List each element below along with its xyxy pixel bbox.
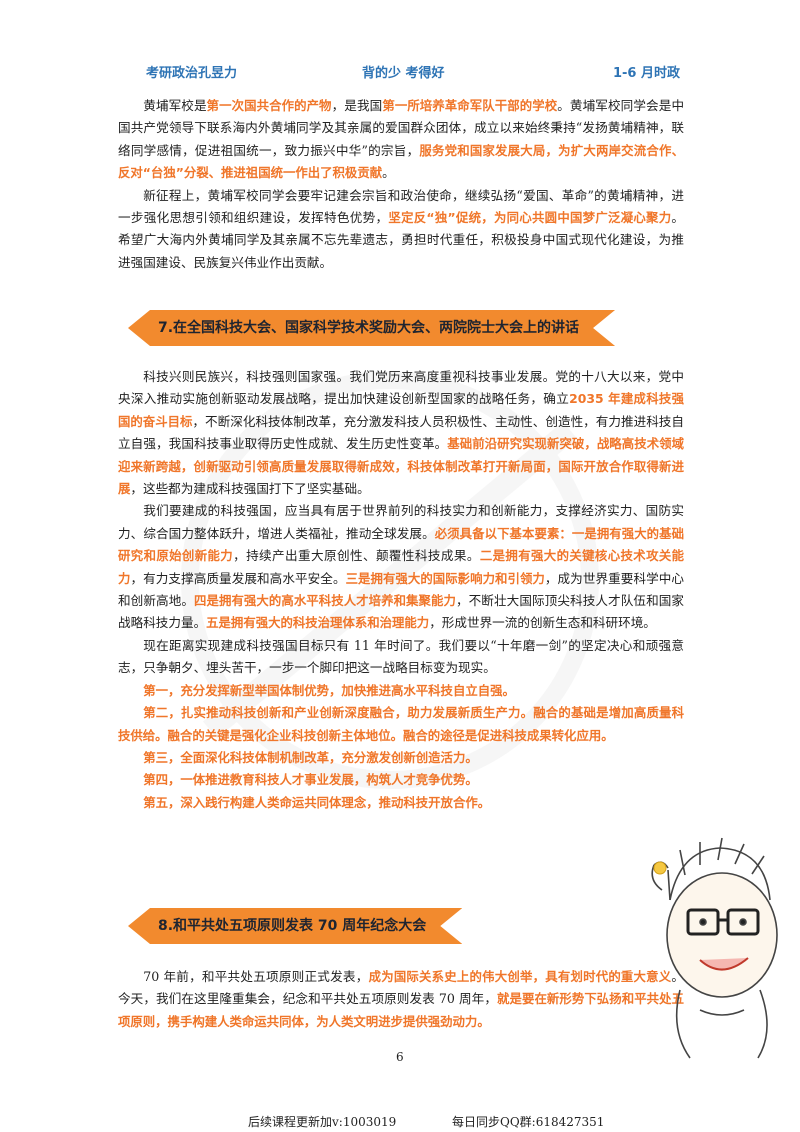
section-7-paragraph-1: 科技兴则民族兴，科技强则国家强。我们党历来高度重视科技事业发展。党的十八大以来，…	[118, 366, 684, 500]
highlighted-text: 坚定反“独”促统，为同心共圆中国梦广泛凝心聚力	[388, 210, 672, 226]
page-number: 6	[396, 1050, 404, 1064]
body-text: 。黄埔军校同学会是中国共产党领导下联系海内外黄埔同学及其亲属的爱国群众团体，成立…	[118, 98, 685, 158]
highlighted-text: 五是拥有强大的科技治理体系和治理能力	[206, 615, 430, 631]
body-text: ，不断壮大国际顶尖科技人才队伍和国家战略科技力量。	[118, 593, 685, 631]
section-7-item-2: 第二，扎实推动科技创新和产业创新深度融合，助力发展新质生产力。融合的基础是增加高…	[118, 705, 684, 743]
body-text: 。	[382, 165, 395, 181]
body-text: 科技兴则民族兴，科技强则国家强。我们党历来高度重视科技事业发展。党的十八大以来，…	[118, 369, 684, 407]
section-7-paragraph-2: 我们要建成的科技强国，应当具有居于世界前列的科技实力和创新能力，支撑经济实力、国…	[118, 500, 684, 634]
body-text: ，有力支撑高质量发展和高水平安全。	[130, 570, 346, 586]
highlighted-text: 第一所培养革命军队干部的学校	[382, 98, 558, 113]
highlighted-text: 二是拥有强大的关键核心技术攻关能力	[118, 548, 685, 586]
body-text: ，这些都为建成科技强国打下了坚实基础。	[130, 481, 370, 497]
section-7-item-5: 第五，深入践行构建人类命运共同体理念，推动科技开放合作。	[143, 794, 491, 810]
body-text: 。希望广大海内外黄埔同学及其亲属不忘先辈遗志，勇担时代重任，积极投身中国式现代化…	[118, 210, 684, 270]
body-text: ，持续产出重大原创性、颠覆性科技成果。	[233, 548, 480, 564]
body-text: ，不断深化科技体制改革，充分激发科技人员积极性、主动性、创造性，有力推进科技自立…	[118, 413, 685, 452]
highlighted-text: 三是拥有强大的国际影响力和引领力	[345, 570, 545, 586]
section-7-item-3: 第三，全面深化科技体制机制改革，充分激发创新创造活力。	[143, 749, 478, 765]
body-text: ，形成世界一流的创新生态和科研环境。	[429, 615, 656, 631]
page-footer: 后续课程更新加v:1003019 每日同步QQ群:618427351	[0, 1113, 800, 1129]
section-7-paragraph-3: 现在距离实现建成科技强国目标只有 11 年时间了。我们要以“十年磨一剑”的坚定决…	[118, 635, 684, 680]
intro-paragraph-1: 黄埔军校是第一次国共合作的产物，是我国第一所培养革命军队干部的学校。黄埔军校同学…	[118, 95, 684, 185]
highlighted-text: 必须具备以下基本要素：一是拥有强大的基础研究和原始创新能力	[118, 525, 685, 564]
section-7-heading: 7.在全国科技大会、国家科学技术奖励大会、两院院士大会上的讲话	[128, 310, 615, 346]
footer-right: 每日同步QQ群:618427351	[452, 1115, 605, 1129]
highlighted-text: 2035 年建成科技强国的奋斗目标	[118, 391, 685, 429]
section-7-body: 科技兴则民族兴，科技强则国家强。我们党历来高度重视科技事业发展。党的十八大以来，…	[118, 366, 684, 814]
section-8-body: 70 年前，和平共处五项原则正式发表，成为国际关系史上的伟大创举，具有划时代的重…	[118, 966, 684, 1033]
highlighted-text: 四是拥有强大的高水平科技人才培养和集聚能力	[194, 593, 456, 609]
section-8-paragraph-1: 70 年前，和平共处五项原则正式发表，成为国际关系史上的伟大创举，具有划时代的重…	[118, 966, 684, 1033]
body-text: 黄埔军校是	[143, 98, 207, 113]
section-7-item-4: 第四，一体推进教育科技人才事业发展，构筑人才竞争优势。	[143, 772, 478, 788]
body-text: ，是我国	[331, 98, 383, 113]
body-text: ，成为世界重要科学中心和创新高地。	[118, 570, 685, 609]
highlighted-text: 成为国际关系史上的伟大创举，具有划时代的重大意义	[368, 969, 672, 984]
section-7-item-1: 第一，充分发挥新型举国体制优势，加快推进高水平科技自立自强。	[143, 682, 515, 698]
header-center: 背的少 考得好	[362, 66, 445, 81]
intro-paragraph-2: 新征程上，黄埔军校同学会要牢记建会宗旨和政治使命，继续弘扬“爱国、革命”的黄埔精…	[118, 185, 684, 275]
intro-block: 黄埔军校是第一次国共合作的产物，是我国第一所培养革命军队干部的学校。黄埔军校同学…	[118, 95, 684, 274]
page-header: 考研政治孔昱力 背的少 考得好 1-6 月时政	[0, 62, 800, 82]
highlighted-text: 基础前沿研究实现新突破，战略高技术领域迎来新跨越，创新驱动引领高质量发展取得新成…	[118, 436, 685, 497]
header-right: 1-6 月时政	[612, 66, 680, 81]
body-text: 新征程上，黄埔军校同学会要牢记建会宗旨和政治使命，继续弘扬“爱国、革命”的黄埔精…	[118, 187, 684, 226]
footer-left: 后续课程更新加v:1003019	[248, 1115, 397, 1129]
highlighted-text: 服务党和国家发展大局，为扩大两岸交流合作、反对“台独”分裂、推进祖国统一作出了积…	[118, 142, 684, 181]
highlighted-text: 第一次国共合作的产物	[206, 98, 332, 113]
header-left: 考研政治孔昱力	[146, 66, 238, 81]
section-8-heading: 8.和平共处五项原则发表 70 周年纪念大会	[128, 908, 462, 944]
highlighted-text: 就是要在新形势下弘扬和平共处五项原则，携手构建人类命运共同体，为人类文明进步提供…	[118, 991, 684, 1029]
body-text: 现在距离实现建成科技强国目标只有 11 年时间了。我们要以“十年磨一剑”的坚定决…	[118, 637, 684, 676]
body-text: 我们要建成的科技强国，应当具有居于世界前列的科技实力和创新能力，支撑经济实力、国…	[118, 503, 684, 541]
body-text: 70 年前，和平共处五项原则正式发表，	[143, 969, 369, 984]
cartoon-teacher-icon	[651, 837, 778, 1059]
